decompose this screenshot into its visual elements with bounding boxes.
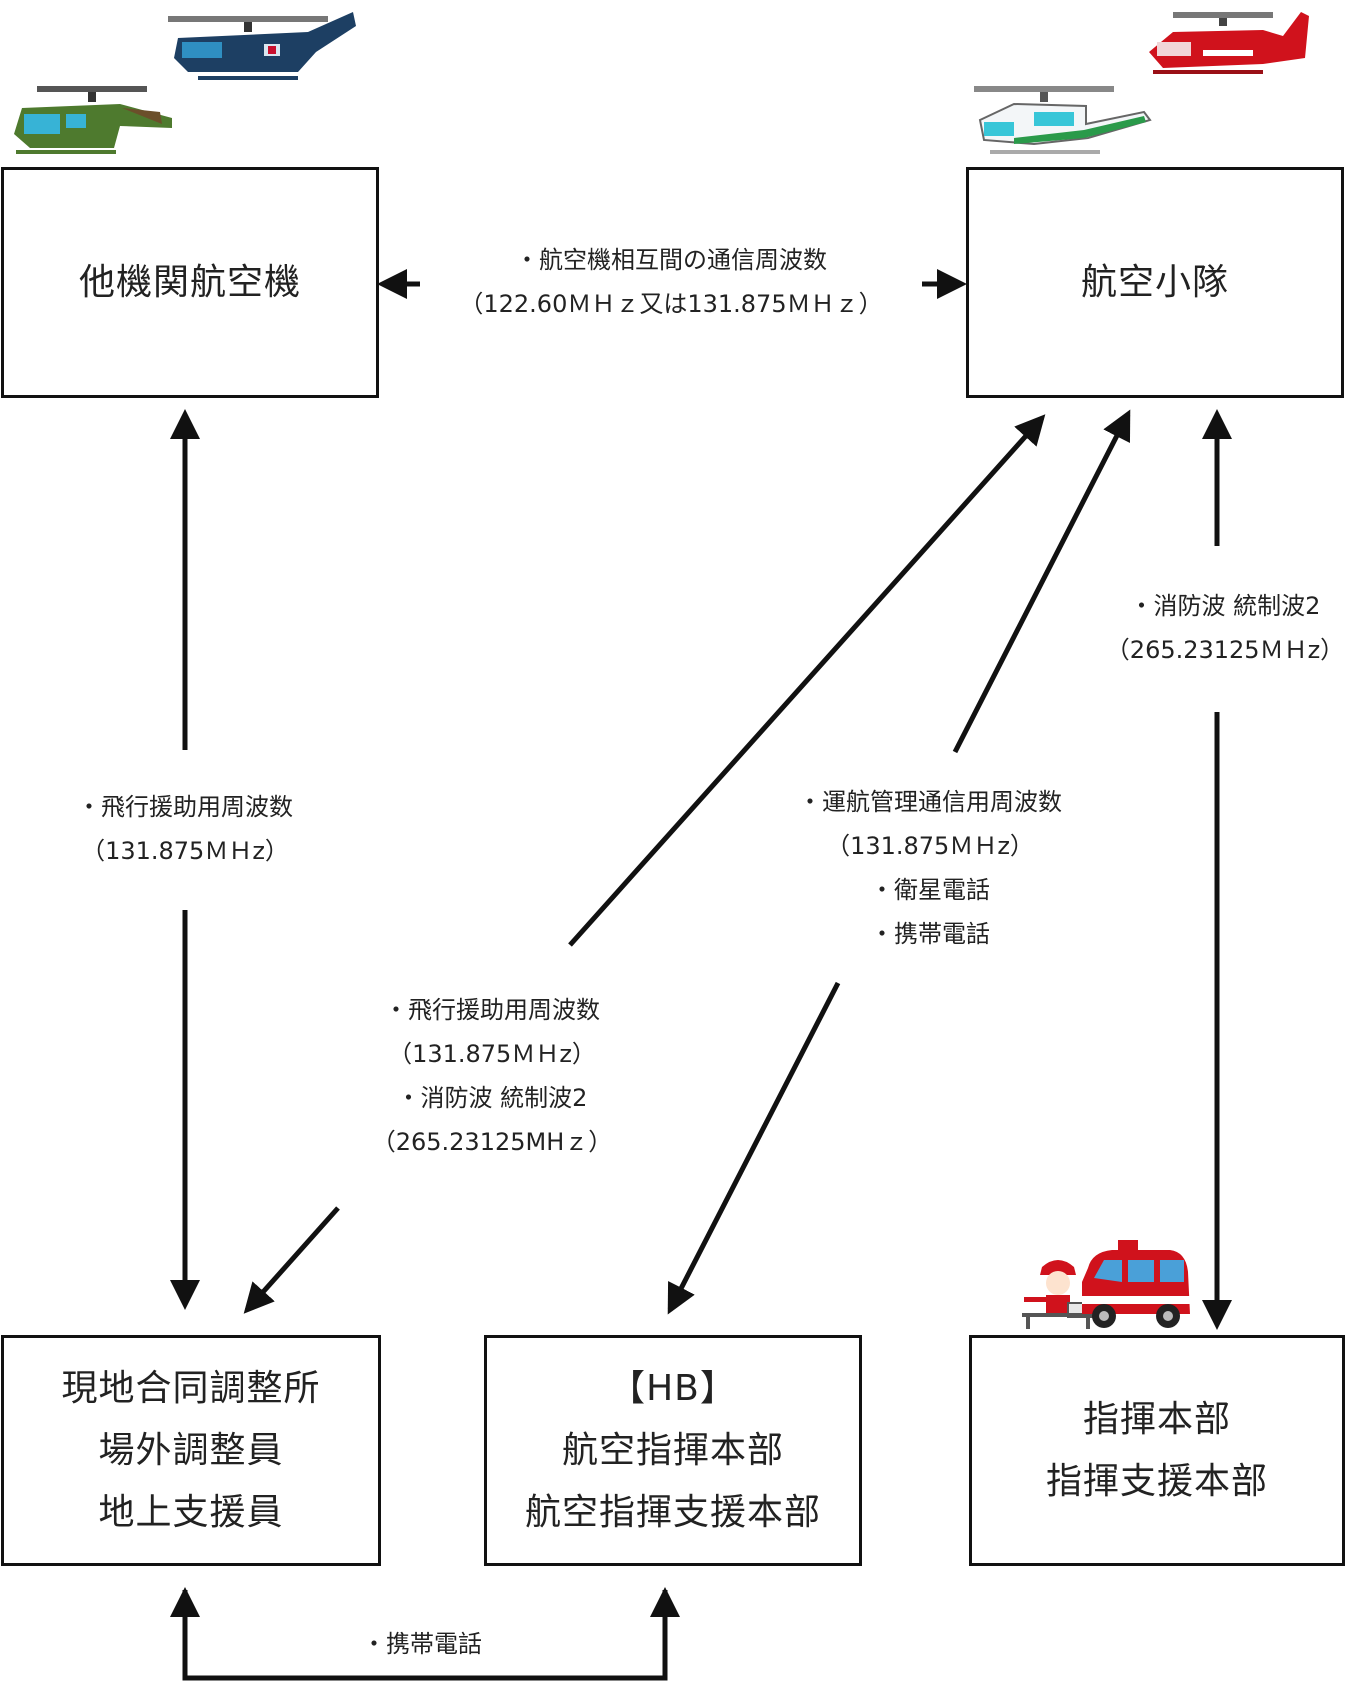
node-field-coordination-line-2: 場外調整員 <box>98 1429 284 1471</box>
node-other-aircraft-line-1: 他機関航空機 <box>78 261 301 303</box>
label-center-mixed-line-2: （131.875ＭＨz） <box>388 1040 596 1068</box>
node-field-coordination-line-3: 地上支援員 <box>98 1491 284 1533</box>
node-air-unit-line-1: 航空小隊 <box>1080 261 1229 303</box>
node-hb-air-command: 【HB】 航空指揮本部 航空指揮支援本部 <box>484 1335 862 1566</box>
node-command-hq-line-2: 指揮支援本部 <box>1045 1460 1268 1502</box>
node-command-hq: 指揮本部 指揮支援本部 <box>969 1335 1345 1566</box>
label-ops-management: ・運航管理通信用周波数 （131.875ＭＨz） ・衛星電話 ・携帯電話 <box>780 780 1080 956</box>
node-other-aircraft: 他機関航空機 <box>1 167 379 398</box>
military-helicopter-navy-icon <box>168 12 356 80</box>
node-command-hq-line-1: 指揮本部 <box>1082 1398 1231 1440</box>
label-center-mixed-line-3: ・消防波 統制波2 <box>396 1084 588 1112</box>
node-hb-line-2: 航空指揮本部 <box>561 1429 784 1471</box>
node-field-coordination-line-1: 現地合同調整所 <box>61 1367 321 1409</box>
arrow-down-hb-from-ops <box>667 981 841 1315</box>
label-ops-management-line-4: ・携帯電話 <box>870 920 990 948</box>
label-inter-aircraft-line-2: （122.60ＭＨｚ又は131.875ＭＨｚ） <box>459 290 883 318</box>
military-helicopter-green-icon <box>14 86 172 154</box>
arrow-up-air-unit-from-center <box>568 414 1046 947</box>
label-ops-management-line-3: ・衛星電話 <box>870 876 990 904</box>
fire-helicopter-red-icon <box>1149 12 1309 74</box>
arrow-up-air-unit-from-ops <box>952 409 1131 754</box>
label-fire-wave-right-line-1: ・消防波 統制波2 <box>1129 592 1321 620</box>
arrow-down-field-from-center <box>243 1206 340 1314</box>
label-flight-assist-left-line-2: （131.875ＭＨz） <box>81 837 289 865</box>
label-center-mixed-line-1: ・飛行援助用周波数 <box>384 996 600 1024</box>
label-ops-management-line-2: （131.875ＭＨz） <box>826 832 1034 860</box>
label-fire-wave-right: ・消防波 統制波2 （265.23125ＭＨz） <box>1105 584 1345 672</box>
node-air-unit: 航空小隊 <box>966 167 1344 398</box>
label-flight-assist-left: ・飛行援助用周波数 （131.875ＭＨz） <box>60 785 310 873</box>
node-hb-line-3: 航空指揮支援本部 <box>524 1491 821 1533</box>
label-center-mixed: ・飛行援助用周波数 （131.875ＭＨz） ・消防波 統制波2 （265.23… <box>362 988 622 1164</box>
label-mobile-phone: ・携帯電話 <box>362 1622 502 1666</box>
node-field-coordination: 現地合同調整所 場外調整員 地上支援員 <box>1 1335 381 1566</box>
fire-command-vehicle-icon <box>1082 1240 1190 1328</box>
label-inter-aircraft-frequency: ・航空機相互間の通信周波数 （122.60ＭＨｚ又は131.875ＭＨｚ） <box>440 238 902 326</box>
label-inter-aircraft-line-1: ・航空機相互間の通信周波数 <box>515 246 827 274</box>
label-center-mixed-line-4: （265.23125MHｚ） <box>371 1128 613 1156</box>
node-hb-line-1: 【HB】 <box>609 1367 737 1409</box>
label-mobile-phone-line-1: ・携帯電話 <box>362 1630 482 1658</box>
label-flight-assist-left-line-1: ・飛行援助用周波数 <box>77 793 293 821</box>
rescue-helicopter-white-icon <box>974 86 1152 154</box>
label-fire-wave-right-line-2: （265.23125ＭＨz） <box>1105 636 1345 664</box>
label-ops-management-line-1: ・運航管理通信用周波数 <box>798 788 1062 816</box>
